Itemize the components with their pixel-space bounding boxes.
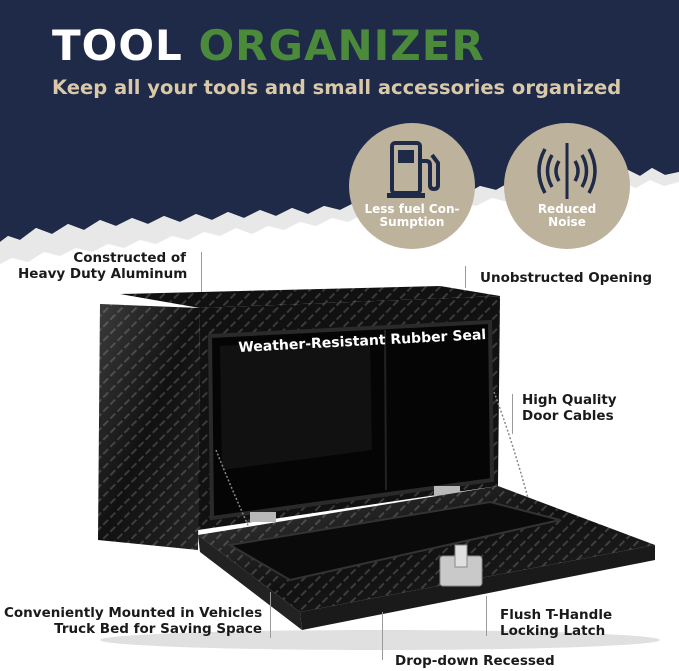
fuel-pump-icon [387,141,440,198]
callout-cables: High Quality Door Cables [522,392,617,424]
sound-wave-icon [537,143,597,199]
callout-cables-line1: High Quality [522,392,617,408]
callout-dropdown: Drop-down Recessed [395,653,555,669]
callout-opening: Unobstructed Opening [480,270,653,286]
callout-aluminum-line1: Constructed of [73,250,186,266]
leader-opening [465,266,466,288]
badge-noise: Reduced Noise [504,123,630,249]
callout-latch-line1: Flush T-Handle [500,607,613,623]
callout-mounted: Conveniently Mounted in Vehicles Truck B… [4,605,262,637]
callout-latch-line2: Locking Latch [500,623,606,639]
title-word-organizer: ORGANIZER [198,21,485,70]
badge-fuel-label: Less fuel Con- Sumption [357,203,467,229]
callout-latch: Flush T-Handle Locking Latch [500,607,612,639]
callout-mounted-line2: Truck Bed for Saving Space [54,621,262,637]
callout-mounted-line1: Conveniently Mounted in Vehicles [4,605,263,621]
badge-noise-label: Reduced Noise [512,203,622,229]
leader-cables [512,394,513,434]
callout-aluminum-line2: Heavy Duty Aluminum [18,266,188,282]
badge-fuel-line2: Sumption [379,215,445,229]
leader-latch [486,596,487,636]
leader-dropdown [382,612,383,660]
leader-aluminum [201,252,202,292]
title-word-tool: TOOL [52,21,183,70]
badge-noise-line1: Reduced [537,202,597,216]
page-title: TOOL ORGANIZER [52,20,485,72]
leader-mounted [270,592,271,638]
badge-fuel-line1: Less fuel Con- [364,202,460,216]
callout-cables-line2: Door Cables [522,408,614,424]
callout-aluminum: Constructed of Heavy Duty Aluminum [18,250,188,282]
page-subtitle: Keep all your tools and small accessorie… [52,76,622,99]
badge-fuel: Less fuel Con- Sumption [349,123,475,249]
badge-noise-line2: Noise [548,215,586,229]
